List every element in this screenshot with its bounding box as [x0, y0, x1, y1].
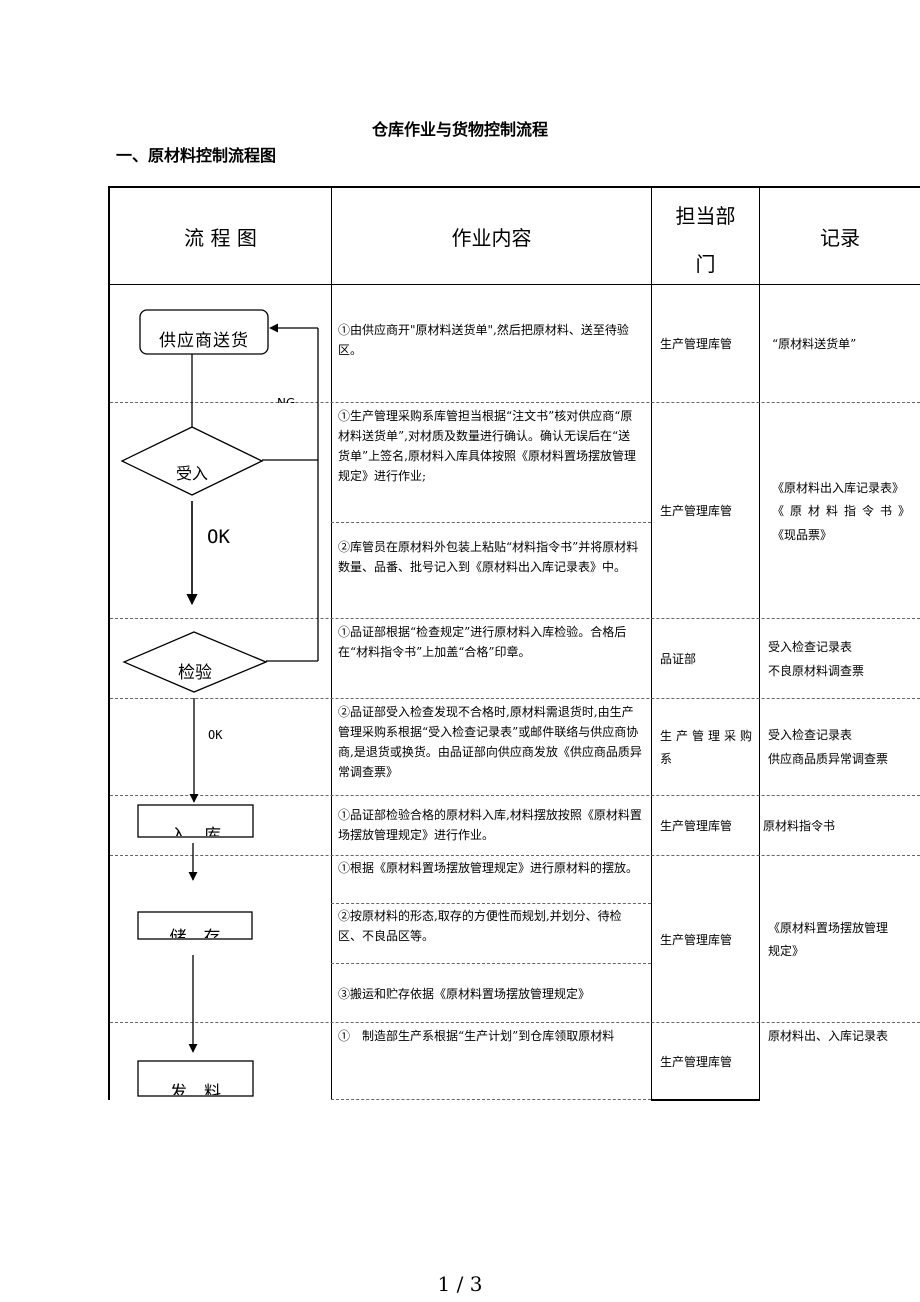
record-cell: 供应商品质异常调查票 — [768, 752, 889, 766]
receive-decision — [120, 426, 264, 496]
record-cell: 《原材料指令书》 — [772, 504, 910, 518]
record-cell: 《现品票》 — [772, 528, 833, 542]
record-cell: 原材料出、入库记录表 — [768, 1029, 889, 1043]
ok-label-receive: OK — [207, 526, 230, 548]
dept-cell: 生产管理库管 — [660, 933, 733, 947]
ok-label-inspect: OK — [208, 728, 223, 742]
issue-box — [137, 1060, 254, 1097]
record-cell: 原材料指令书 — [763, 819, 836, 833]
record-cell: 受入检查记录表 — [768, 640, 853, 654]
record-cell: 受入检查记录表 — [768, 728, 853, 742]
header-content: 作业内容 — [451, 226, 532, 250]
store-in-label: 入 库 — [170, 826, 221, 836]
store-in-box — [137, 804, 254, 838]
header-record: 记录 — [820, 226, 860, 250]
content-cell: ①品证部根据“检查规定”进行原材料入库检验。合格后在“材料指令书”上加盖“合格”… — [338, 625, 627, 659]
dept-cell: 生产管理采购 — [660, 729, 752, 743]
record-cell: 《原材料出入库记录表》 — [772, 481, 905, 495]
content-cell: ②按原材料的形态,取存的方便性而规划,并划分、待检区、不良品区等。 — [338, 909, 622, 943]
document-title: 仓库作业与货物控制流程 — [371, 120, 548, 139]
storage-label: 储 存 — [169, 928, 221, 938]
content-cell: ③搬运和贮存依据《原材料置场摆放管理规定》 — [338, 987, 591, 1001]
dept-cell: 生产管理库管 — [660, 337, 733, 351]
record-cell: “原材料送货单” — [772, 337, 857, 351]
storage-box — [137, 911, 253, 940]
dept-cell: 生产管理库管 — [660, 504, 733, 518]
inspect-label: 检验 — [178, 663, 212, 682]
page-number: 1 / 3 — [437, 1272, 483, 1296]
content-cell: ①品证部检验合格的原材料入库,材料摆放按照《原材料置场摆放管理规定》进行作业。 — [338, 808, 642, 842]
dept-cell: 系 — [660, 752, 673, 766]
dept-cell: 生产管理库管 — [660, 1055, 733, 1069]
inspect-decision — [122, 631, 268, 693]
content-cell: ① 制造部生产系根据“生产计划”到仓库领取原材料 — [338, 1029, 615, 1043]
content-cell: ①生产管理采购系库管担当根据“注文书”核对供应商“原材料送货单”,对材质及数量进… — [338, 409, 636, 483]
receive-label: 受入 — [175, 464, 208, 483]
record-cell: 规定》 — [768, 944, 805, 958]
content-cell: ②库管员在原材料外包装上粘贴“材料指令书”并将原材料数量、品番、批号记入到《原材… — [338, 540, 639, 574]
content-cell: ②品证部受入检查发现不合格时,原材料需退货时,由生产管理采购系根据“受入检查记录… — [338, 705, 642, 779]
ng-label: NG — [277, 396, 296, 403]
header-flowchart: 流 程 图 — [184, 226, 257, 250]
section-heading: 一、原材料控制流程图 — [116, 146, 277, 165]
dept-cell: 生产管理库管 — [660, 819, 733, 833]
header-dept-line1: 担当部 — [675, 204, 736, 228]
header-dept-line2: 门 — [695, 252, 716, 276]
supplier-delivery-label: 供应商送货 — [159, 331, 249, 351]
content-cell: ①根据《原材料置场摆放管理规定》进行原材料的摆放。 — [338, 861, 639, 875]
dept-cell: 品证部 — [660, 652, 697, 666]
issue-label: 发 料 — [170, 1083, 221, 1095]
supplier-delivery-box — [139, 309, 269, 355]
record-cell: 不良原材料调查票 — [768, 664, 865, 678]
record-cell: 《原材料置场摆放管理 — [768, 921, 889, 935]
content-cell: ①由供应商开"原材料送货单",然后把原材料、送至待验区。 — [338, 323, 629, 357]
